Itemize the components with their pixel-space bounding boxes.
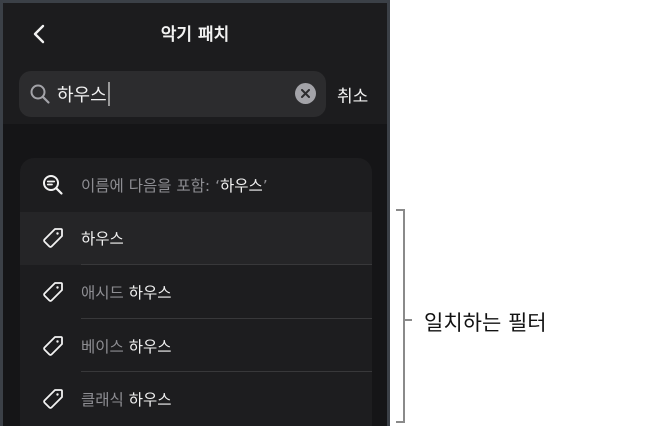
name-contains-row[interactable]: 이름에 다음을 포함: ‘하우스’ — [20, 158, 372, 212]
header: 악기 패치 하우스 취소 — [3, 3, 387, 123]
clear-search-button[interactable] — [295, 83, 316, 104]
instrument-patch-panel: 악기 패치 하우스 취소 이름에 다음을 포함: ‘하우스’ 하우스 — [0, 0, 390, 426]
search-field[interactable]: 하우스 — [19, 71, 326, 117]
filter-row-acid-house[interactable]: 애시드 하우스 — [20, 265, 372, 319]
callout-label: 일치하는 필터 — [424, 311, 547, 335]
tag-icon — [41, 226, 65, 250]
results-list: 이름에 다음을 포함: ‘하우스’ 하우스 애시드 하우스 베이스 하우스 — [20, 158, 372, 426]
page-title: 악기 패치 — [160, 25, 230, 45]
filter-row-house[interactable]: 하우스 — [20, 211, 372, 266]
divider — [81, 317, 372, 319]
name-contains-label: 이름에 다음을 포함: ‘하우스’ — [81, 176, 268, 195]
tag-icon — [41, 387, 65, 411]
magnifying-glass-icon — [30, 84, 50, 104]
x-icon — [301, 89, 310, 98]
text-caret — [107, 82, 110, 106]
tag-icon — [41, 280, 65, 304]
search-input-value: 하우스 — [57, 85, 107, 106]
filter-label: 베이스 하우스 — [81, 337, 172, 356]
cancel-button[interactable]: 취소 — [337, 87, 369, 107]
chevron-left-icon — [33, 24, 45, 44]
callout-bracket-tick — [405, 319, 412, 321]
callout-bracket — [396, 209, 405, 423]
divider — [81, 264, 372, 266]
search-input[interactable]: 하우스 — [57, 81, 110, 107]
divider — [81, 371, 372, 373]
text-magnifying-glass-icon — [41, 173, 65, 197]
filter-label: 애시드 하우스 — [81, 283, 172, 302]
filter-label: 클래식 하우스 — [81, 391, 172, 410]
back-button[interactable] — [27, 21, 51, 47]
tag-icon — [41, 334, 65, 358]
filter-label: 하우스 — [81, 230, 124, 249]
filter-row-classic-house[interactable]: 클래식 하우스 — [20, 372, 372, 426]
filter-row-bass-house[interactable]: 베이스 하우스 — [20, 319, 372, 373]
